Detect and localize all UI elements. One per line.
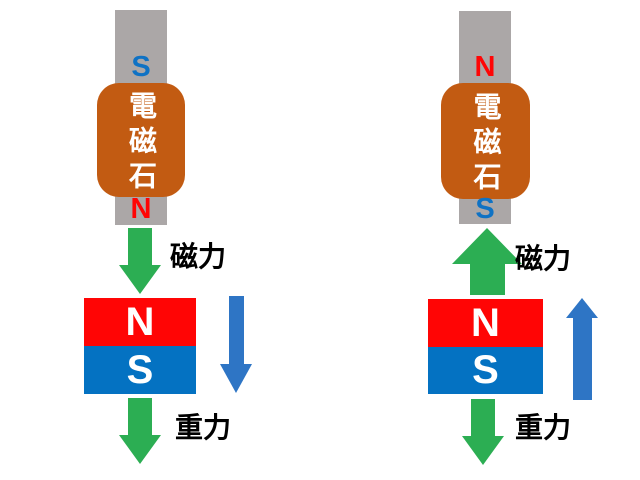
arrow-head (220, 364, 252, 393)
electromagnet-body: 電磁石 (441, 83, 530, 199)
electromagnet-label: 電磁石 (470, 92, 502, 197)
magnet-north-pole: N (428, 299, 543, 347)
bar-magnet: N S (84, 298, 196, 394)
arrow-head (452, 228, 522, 264)
magnetic-force-label: 磁力 (170, 241, 227, 272)
electromagnet-body: 電磁石 (97, 83, 185, 197)
electromagnet-label: 電磁石 (126, 91, 157, 196)
gravity-label: 重力 (175, 412, 232, 443)
magnet-south-pole: S (428, 346, 543, 394)
arrow-head (462, 436, 504, 465)
arrow-shaft (469, 264, 505, 295)
magnetic-force-arrow-down (119, 228, 161, 294)
gravity-arrow-down (119, 398, 161, 464)
gravity-arrow-down (462, 399, 504, 465)
arrow-shaft (572, 318, 592, 400)
core-top-pole-label: N (474, 51, 496, 83)
magnet-north-pole: N (84, 298, 196, 346)
arrow-shaft (128, 398, 152, 435)
bar-magnet: N S (428, 299, 543, 394)
arrow-head (119, 265, 161, 294)
arrow-shaft (128, 228, 152, 265)
core-bottom-pole-label: N (130, 193, 152, 225)
magnet-south-pole: S (84, 346, 196, 394)
motion-arrow-up (566, 298, 598, 400)
magnetic-force-label: 磁力 (515, 243, 572, 274)
arrow-head (119, 435, 161, 464)
arrow-shaft (471, 399, 495, 436)
core-bottom-pole-label: S (475, 193, 495, 225)
magnetic-force-arrow-up (452, 228, 522, 295)
core-top-pole-label: S (131, 51, 151, 83)
motion-arrow-down (220, 296, 252, 393)
gravity-label: 重力 (515, 412, 572, 443)
arrow-shaft (228, 296, 244, 364)
arrow-head (566, 298, 598, 318)
